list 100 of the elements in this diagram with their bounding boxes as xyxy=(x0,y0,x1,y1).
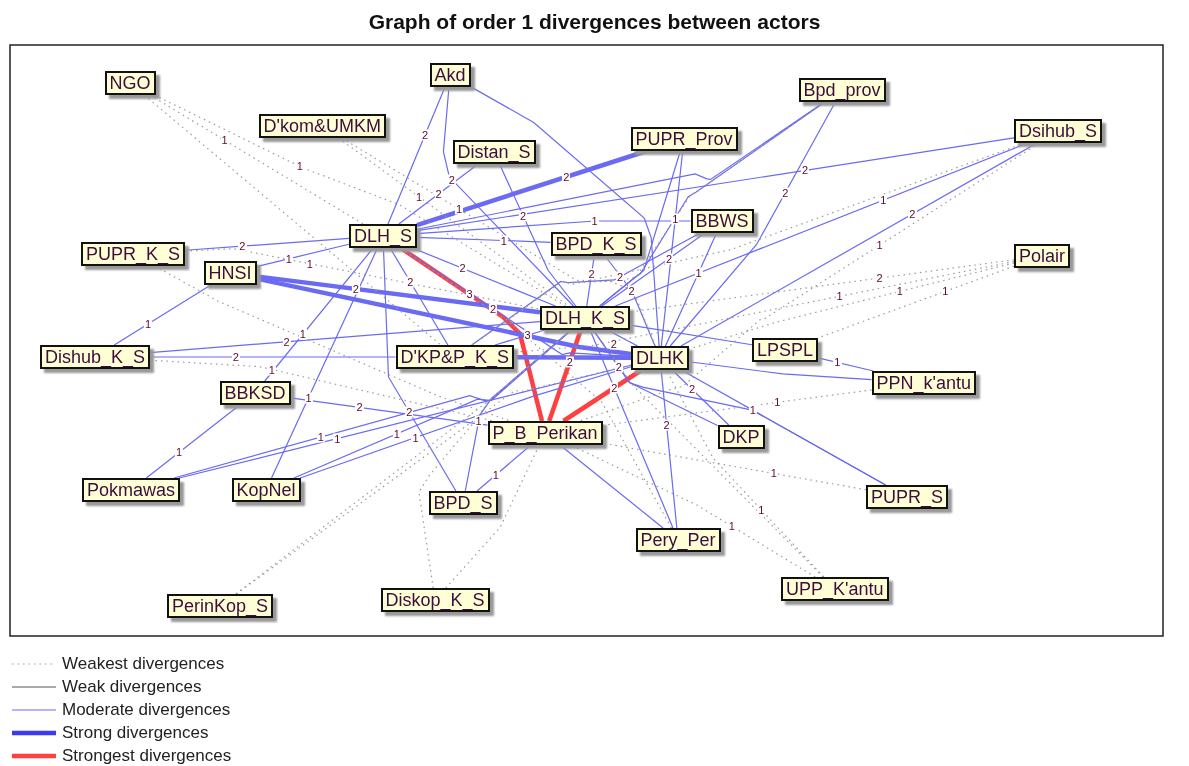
edge-label: 2 xyxy=(231,351,240,363)
edge-label: 1 xyxy=(833,356,842,368)
actor-box: UPP_K'antu xyxy=(781,577,889,601)
edge-label: 2 xyxy=(519,210,528,222)
edge-label: 2 xyxy=(421,129,430,141)
actor-box: Dishub_K_S xyxy=(40,345,151,369)
connector-line xyxy=(664,232,718,347)
edge-label: 1 xyxy=(333,433,342,445)
legend-label: Strong divergences xyxy=(62,723,209,743)
connector-line xyxy=(398,163,479,225)
actor-box: Diskop_K_S xyxy=(380,588,490,612)
edge-label: 2 xyxy=(908,208,917,220)
edge-label: 2 xyxy=(351,283,360,295)
edge-label: 2 xyxy=(434,188,443,200)
connector-line xyxy=(469,86,660,347)
edge-label: 1 xyxy=(174,446,184,458)
edge-label: 2 xyxy=(458,262,467,274)
edge-label: 1 xyxy=(414,191,424,203)
edge-label: 1 xyxy=(757,504,766,516)
edge-label: 3 xyxy=(523,329,532,341)
edge-label: 1 xyxy=(295,160,304,172)
connector-line xyxy=(592,329,719,427)
actor-box: PUPR_Prov xyxy=(630,127,738,151)
connector-line xyxy=(498,163,577,307)
edge-label: 1 xyxy=(491,469,500,481)
connector-line xyxy=(688,361,873,381)
edge-label: 1 xyxy=(392,428,401,440)
edge-label: 1 xyxy=(284,253,293,265)
edge-label: 2 xyxy=(587,268,596,279)
edge-label: 1 xyxy=(143,318,153,330)
connector-line xyxy=(382,247,457,492)
actor-box: Pokmawas xyxy=(82,478,181,502)
connector-line xyxy=(154,265,511,422)
edge-label: 2 xyxy=(627,285,636,297)
actor-box: KopNel xyxy=(231,478,301,502)
connector-line xyxy=(660,369,678,529)
edge-label: 2 xyxy=(609,338,618,350)
connector-line xyxy=(399,247,672,529)
actor-box: BBWS xyxy=(690,209,754,233)
edge-label: 1 xyxy=(748,404,757,416)
connector-line xyxy=(411,247,557,307)
connector-line xyxy=(113,284,212,346)
actor-box: BPD_K_S xyxy=(550,232,642,256)
chart-title: Graph of order 1 divergences between actors xyxy=(367,10,822,34)
edge-label: 1 xyxy=(455,203,464,215)
actor-box: Pery_Per xyxy=(635,528,721,552)
edge-label: 1 xyxy=(267,364,276,375)
actor-box: HNSI xyxy=(203,261,257,285)
legend-label: Weak divergences xyxy=(62,677,202,697)
connector-line xyxy=(416,236,552,243)
actor-box: DLH_S xyxy=(349,224,418,248)
edge-label: 2 xyxy=(488,303,498,315)
edge-label: 1 xyxy=(304,392,313,403)
connector-line xyxy=(145,404,241,479)
connector-line xyxy=(293,329,572,479)
edge-label: 2 xyxy=(615,271,625,283)
edge-label: 1 xyxy=(879,194,888,206)
edge-label: 2 xyxy=(610,382,619,394)
connector-line xyxy=(184,237,350,251)
legend-label: Moderate divergences xyxy=(62,700,231,720)
connector-line xyxy=(671,369,730,426)
connector-line xyxy=(299,366,632,479)
edge-label: 2 xyxy=(406,276,415,288)
connector-line xyxy=(399,246,545,422)
actor-box: PerinKop_S xyxy=(167,594,274,618)
edge-label: 1 xyxy=(671,213,680,225)
edge-label: 2 xyxy=(447,174,456,185)
connector-line xyxy=(418,329,572,589)
edge-label: 2 xyxy=(687,383,697,395)
connector-line xyxy=(149,320,541,354)
actor-box: Polair xyxy=(1014,244,1071,268)
actor-box: Bpd_prov xyxy=(798,78,886,102)
actor-box: D'KP&P_K_S xyxy=(395,345,514,369)
connector-line xyxy=(149,356,397,358)
edge-label: 1 xyxy=(499,235,508,247)
actor-box: DLHK xyxy=(631,346,689,370)
connector-line xyxy=(149,94,364,225)
connector-line xyxy=(514,355,631,361)
connector-line xyxy=(289,397,489,426)
edge-label: 1 xyxy=(875,239,884,251)
edge-label: 1 xyxy=(305,258,314,270)
connector-line xyxy=(445,444,540,589)
connector-line xyxy=(264,247,374,382)
actor-box: Distan_S xyxy=(452,140,536,164)
edge-label: 2 xyxy=(238,240,247,252)
actor-box: BPD_S xyxy=(428,491,498,515)
connector-line xyxy=(669,101,836,347)
connector-line xyxy=(442,86,575,307)
actor-box: P_B_Perikan xyxy=(487,421,603,445)
edge-label: 2 xyxy=(801,164,810,176)
edge-label: 1 xyxy=(694,267,703,279)
edge-label: 1 xyxy=(220,134,229,146)
edge-label: 1 xyxy=(411,432,420,443)
edge-label: 2 xyxy=(875,272,884,284)
connector-line xyxy=(235,329,572,595)
connector-line xyxy=(416,137,1015,232)
connector-line xyxy=(494,329,546,346)
edge-label: 1 xyxy=(773,396,782,408)
connector-line xyxy=(476,444,532,492)
connector-line xyxy=(178,364,632,479)
